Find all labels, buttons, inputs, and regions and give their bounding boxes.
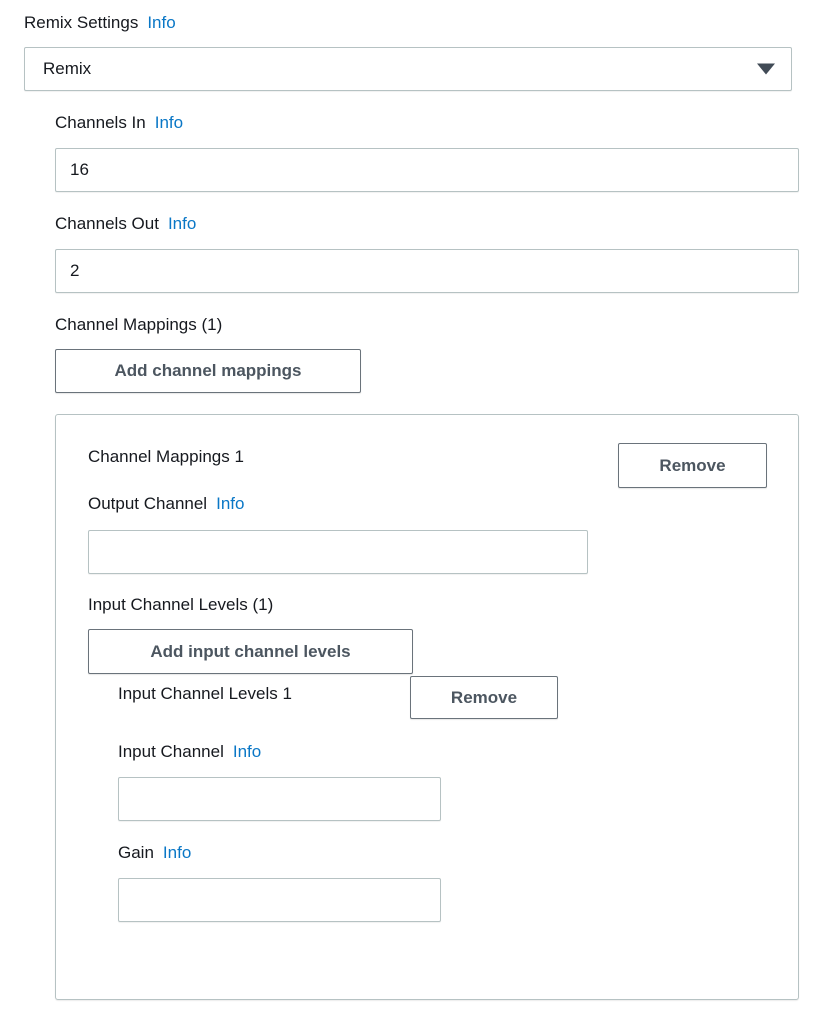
- input-channel-levels-item-title: Input Channel Levels 1: [118, 684, 292, 703]
- output-channel-info-link[interactable]: Info: [216, 494, 245, 513]
- output-channel-label-text: Output Channel: [88, 494, 208, 513]
- channel-mappings-heading: Channel Mappings (1): [55, 314, 222, 335]
- chevron-down-icon: [757, 63, 775, 75]
- add-channel-mappings-button[interactable]: Add channel mappings: [55, 349, 361, 393]
- channels-out-value: 2: [70, 261, 80, 280]
- channels-out-label: Channels Out Info: [55, 213, 196, 234]
- remix-settings-select-value: Remix: [43, 59, 92, 78]
- gain-info-link[interactable]: Info: [162, 843, 192, 862]
- channel-mappings-heading-text: Channel Mappings (1): [55, 315, 223, 334]
- gain-label: Gain Info: [118, 842, 191, 863]
- gain-label-text: Gain: [118, 843, 154, 862]
- remix-settings-select[interactable]: Remix: [24, 47, 792, 91]
- remix-settings-label-text: Remix Settings: [24, 13, 139, 32]
- output-channel-input[interactable]: [88, 530, 588, 574]
- channels-in-info-link[interactable]: Info: [154, 113, 184, 132]
- add-input-channel-levels-button[interactable]: Add input channel levels: [88, 629, 413, 674]
- channels-in-label: Channels In Info: [55, 112, 183, 133]
- remix-settings-label: Remix Settings Info: [24, 12, 176, 33]
- output-channel-label: Output Channel Info: [88, 493, 244, 514]
- channels-in-label-text: Channels In: [55, 113, 146, 132]
- channels-in-input[interactable]: 16: [55, 148, 799, 192]
- remove-channel-mapping-button[interactable]: Remove: [618, 443, 767, 488]
- channel-mappings-item-title: Channel Mappings 1: [88, 447, 244, 466]
- channels-out-label-text: Channels Out: [55, 214, 159, 233]
- channels-out-info-link[interactable]: Info: [167, 214, 197, 233]
- input-channel-levels-heading-text: Input Channel Levels (1): [88, 595, 274, 614]
- input-channel-label: Input Channel Info: [118, 741, 261, 762]
- gain-input[interactable]: [118, 878, 441, 922]
- remix-settings-info-link[interactable]: Info: [147, 13, 176, 32]
- input-channel-label-text: Input Channel: [118, 742, 224, 761]
- channels-in-value: 16: [70, 160, 89, 179]
- input-channel-info-link[interactable]: Info: [232, 742, 262, 761]
- input-channel-levels-heading: Input Channel Levels (1): [88, 594, 273, 615]
- remove-input-channel-levels-button[interactable]: Remove: [410, 676, 558, 719]
- channels-out-input[interactable]: 2: [55, 249, 799, 293]
- input-channel-input[interactable]: [118, 777, 441, 821]
